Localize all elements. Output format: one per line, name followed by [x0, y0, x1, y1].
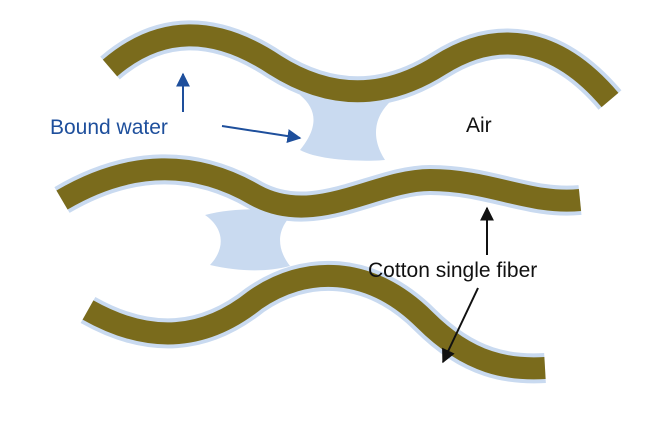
label-bound-water: Bound water: [50, 116, 168, 139]
arrow-cotton-fiber-down: [442, 287, 479, 364]
cotton-fiber-top: [102, 24, 619, 108]
water-bridge-bottom: [205, 209, 295, 271]
cotton-fiber-middle: [56, 158, 582, 218]
cotton-fiber-bottom: [82, 264, 546, 380]
arrow-bound-water-right: [221, 125, 302, 144]
label-cotton-single-fiber: Cotton single fiber: [368, 259, 537, 282]
water-bridge-top: [300, 93, 392, 161]
label-air: Air: [466, 114, 492, 137]
